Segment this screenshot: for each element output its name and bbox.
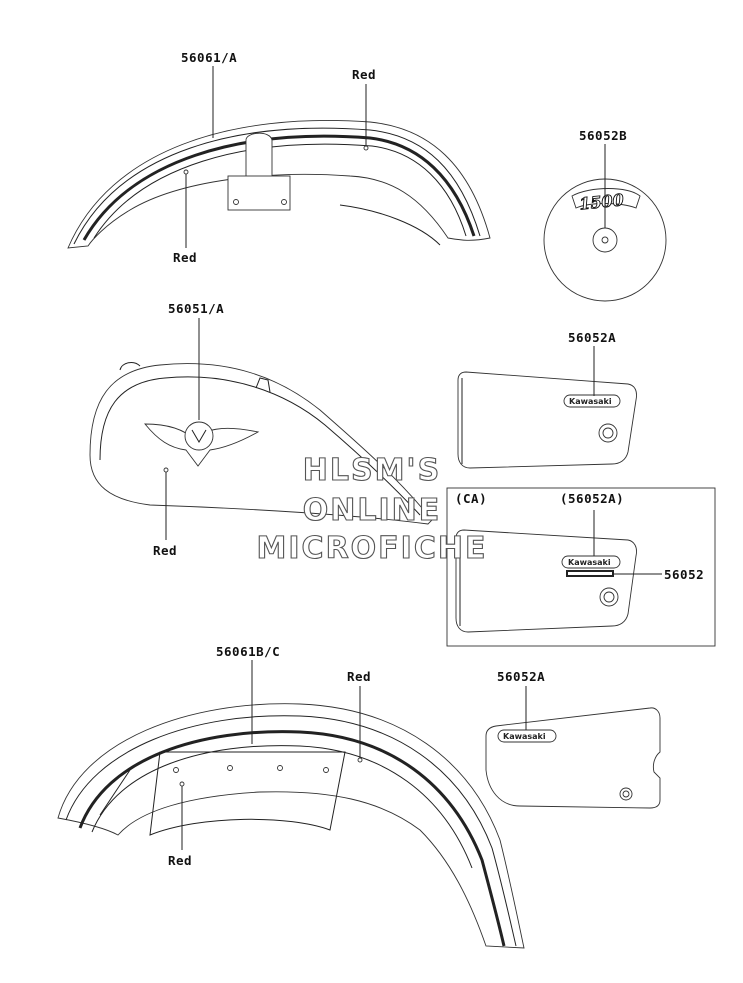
front-fender-part-label: 56061/A [181,50,237,65]
side-cover-upper-part-label: 56052A [568,330,616,345]
fuel-tank[interactable] [89,362,433,525]
emblem-1500-part-label: 56052B [579,128,627,143]
side-cover-lower-part-label: 56052A [497,669,545,684]
watermark-line-1: HLSM'S [303,453,441,488]
front-fender-red-label-bottom: Red [173,250,197,265]
watermark-line-3: MICROFICHE [257,531,488,566]
front-fender-red-label-top: Red [352,67,376,82]
rear-fender[interactable] [57,703,525,949]
side-cover-lower[interactable]: Kawasaki [485,707,661,809]
side-cover-upper-badge-text: Kawasaki [569,397,612,406]
watermark: HLSM'S ONLINE MICROFICHE [256,452,488,566]
rear-fender-part-label: 56061B/C [216,644,280,659]
ca-box-tag: (CA) [455,491,487,506]
rear-fender-red-label-top: Red [347,669,371,684]
front-fender[interactable] [67,120,491,249]
emblem-1500[interactable]: 1500 [543,178,667,302]
tank-red-label: Red [153,543,177,558]
side-cover-ca[interactable]: Kawasaki [455,529,637,633]
side-cover-upper[interactable]: Kawasaki [457,371,637,469]
side-cover-ca-badge-text: Kawasaki [568,558,611,567]
emblem-1500-text: 1500 [578,190,624,214]
ca-box-extra-part-label: 56052 [664,567,704,582]
ca-box-part-label: (56052A) [560,491,624,506]
tank-part-label: 56051/A [168,301,224,316]
side-cover-lower-badge-text: Kawasaki [503,732,546,741]
rear-fender-red-label-bottom: Red [168,853,192,868]
watermark-line-2: ONLINE [303,493,442,528]
ca-variant-box [446,487,716,647]
